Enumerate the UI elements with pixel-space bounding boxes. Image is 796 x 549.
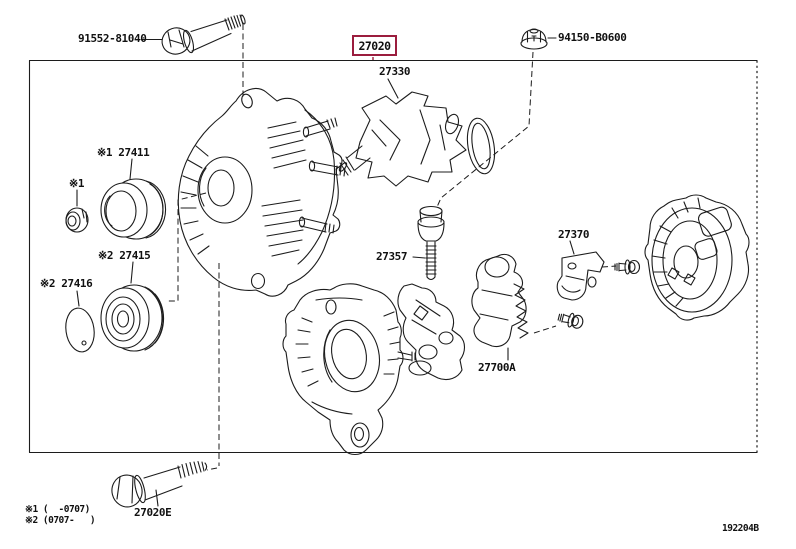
screw-b-drawing [557, 312, 584, 329]
label-mount-bolt[interactable]: 91552-81040 [78, 32, 147, 45]
pulley-27411-drawing [100, 158, 167, 240]
label-pulley-nut-early[interactable]: ※1 [69, 177, 85, 190]
highlighted-part-box[interactable]: 27020 [352, 35, 397, 56]
terminal-27357-drawing [412, 205, 445, 281]
label-terminal-insulator[interactable]: 27357 [376, 250, 408, 263]
label-rectifier-holder[interactable]: 27370 [558, 228, 590, 241]
label-through-bolt[interactable]: 27020E [134, 506, 172, 519]
label-terminal-nut[interactable]: 94150-B0600 [558, 31, 627, 44]
bolt-27020E-drawing [111, 263, 220, 508]
pulley-cap-27416-drawing [65, 290, 95, 353]
alternator-assembly-drawing [177, 88, 346, 297]
rear-cover-drawing [644, 194, 750, 321]
pulley-nut-drawing [65, 189, 89, 233]
front-bracket-drawing [282, 283, 416, 456]
figure-code: 192204B [722, 523, 759, 534]
pulley-27415-drawing [100, 261, 165, 352]
highlighted-part-number: 27020 [358, 38, 391, 53]
regulator-27700A-drawing [471, 253, 557, 361]
label-regulator[interactable]: 27700A [478, 361, 516, 374]
o-ring-drawing [466, 117, 496, 175]
footnote-spec-2: ※2 (0707- ) [25, 515, 96, 526]
rotor-27330-drawing [338, 78, 467, 187]
label-pulley-early[interactable]: ※1 27411 [97, 146, 150, 159]
nut-94150-drawing [436, 28, 557, 208]
label-pulley-late[interactable]: ※2 27415 [98, 249, 151, 262]
pulley-connector-dash [166, 192, 207, 302]
footnote-spec-1: ※1 ( -0707) [25, 504, 90, 515]
label-rotor[interactable]: 27330 [379, 65, 411, 78]
figure-frame [28, 59, 758, 454]
rectifier-holder-27370-drawing [556, 240, 617, 301]
label-pulley-cap-late[interactable]: ※2 27416 [40, 277, 93, 290]
rear-bracket-drawing [397, 283, 466, 381]
screw-a-drawing [614, 259, 641, 275]
bolt-91552-drawing [140, 14, 246, 99]
